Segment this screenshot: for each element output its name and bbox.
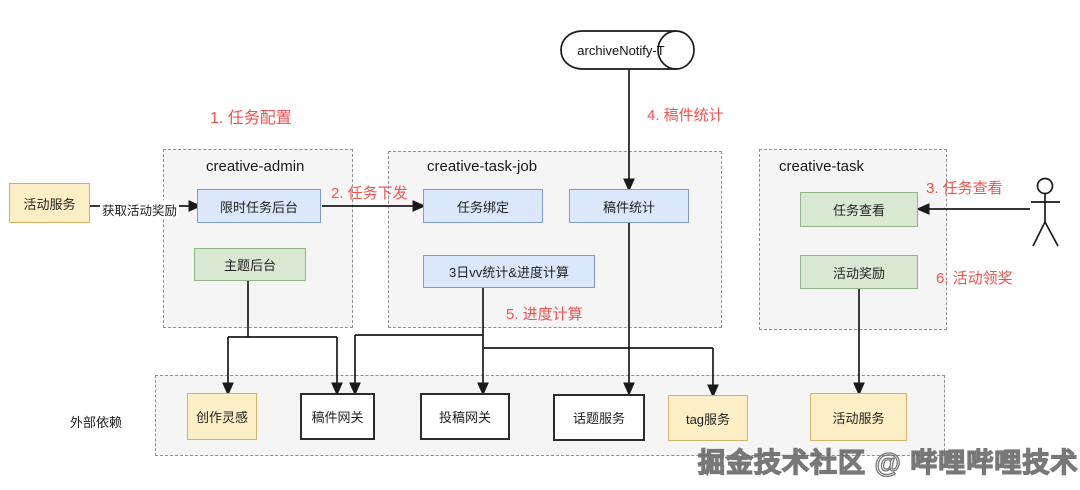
node-archive-stats: 稿件统计 (569, 189, 689, 223)
step-label-5: 5. 进度计算 (506, 306, 583, 323)
node-tag-service: tag服务 (668, 395, 748, 441)
node-archive-gateway: 稿件网关 (300, 393, 375, 440)
watermark: 掘金技术社区 @ 哔哩哔哩技术 (697, 447, 1079, 478)
node-task-binding: 任务绑定 (423, 189, 543, 223)
node-topic-admin: 主题后台 (194, 248, 306, 281)
node-task-view: 任务查看 (800, 192, 918, 227)
node-creation-inspiration: 创作灵感 (187, 393, 257, 440)
user-actor-icon (1031, 177, 1060, 247)
container-title-creative-task-job: creative-task-job (427, 158, 538, 175)
node-submission-gateway: 投稿网关 (420, 393, 510, 440)
edge-label-get-activity-reward: 获取活动奖励 (100, 200, 180, 219)
step-label-4: 4. 稿件统计 (647, 107, 724, 124)
external-deps-label: 外部依赖 (70, 415, 123, 430)
step-label-6: 6. 活动领奖 (936, 270, 1013, 287)
step-label-2: 2. 任务下发 (331, 185, 408, 202)
node-activity-service-left: 活动服务 (9, 183, 90, 223)
container-title-creative-admin: creative-admin (206, 158, 305, 175)
node-topic-service: 话题服务 (553, 394, 645, 441)
node-activity-reward: 活动奖励 (800, 255, 918, 289)
node-timed-task-admin: 限时任务后台 (197, 189, 321, 223)
node-activity-service-bottom: 活动服务 (810, 393, 907, 441)
step-label-3: 3. 任务查看 (926, 180, 1003, 197)
container-creative-admin: creative-admin (163, 149, 353, 328)
container-title-creative-task: creative-task (779, 158, 865, 175)
container-creative-task-job: creative-task-job (388, 151, 722, 328)
step-label-1: 1. 任务配置 (210, 110, 292, 127)
container-creative-task: creative-task (759, 149, 947, 330)
node-vv-progress: 3日vv统计&进度计算 (423, 255, 595, 288)
queue-topic-label: archiveNotify-T (577, 43, 665, 58)
queue-cylinder-icon (560, 30, 695, 70)
